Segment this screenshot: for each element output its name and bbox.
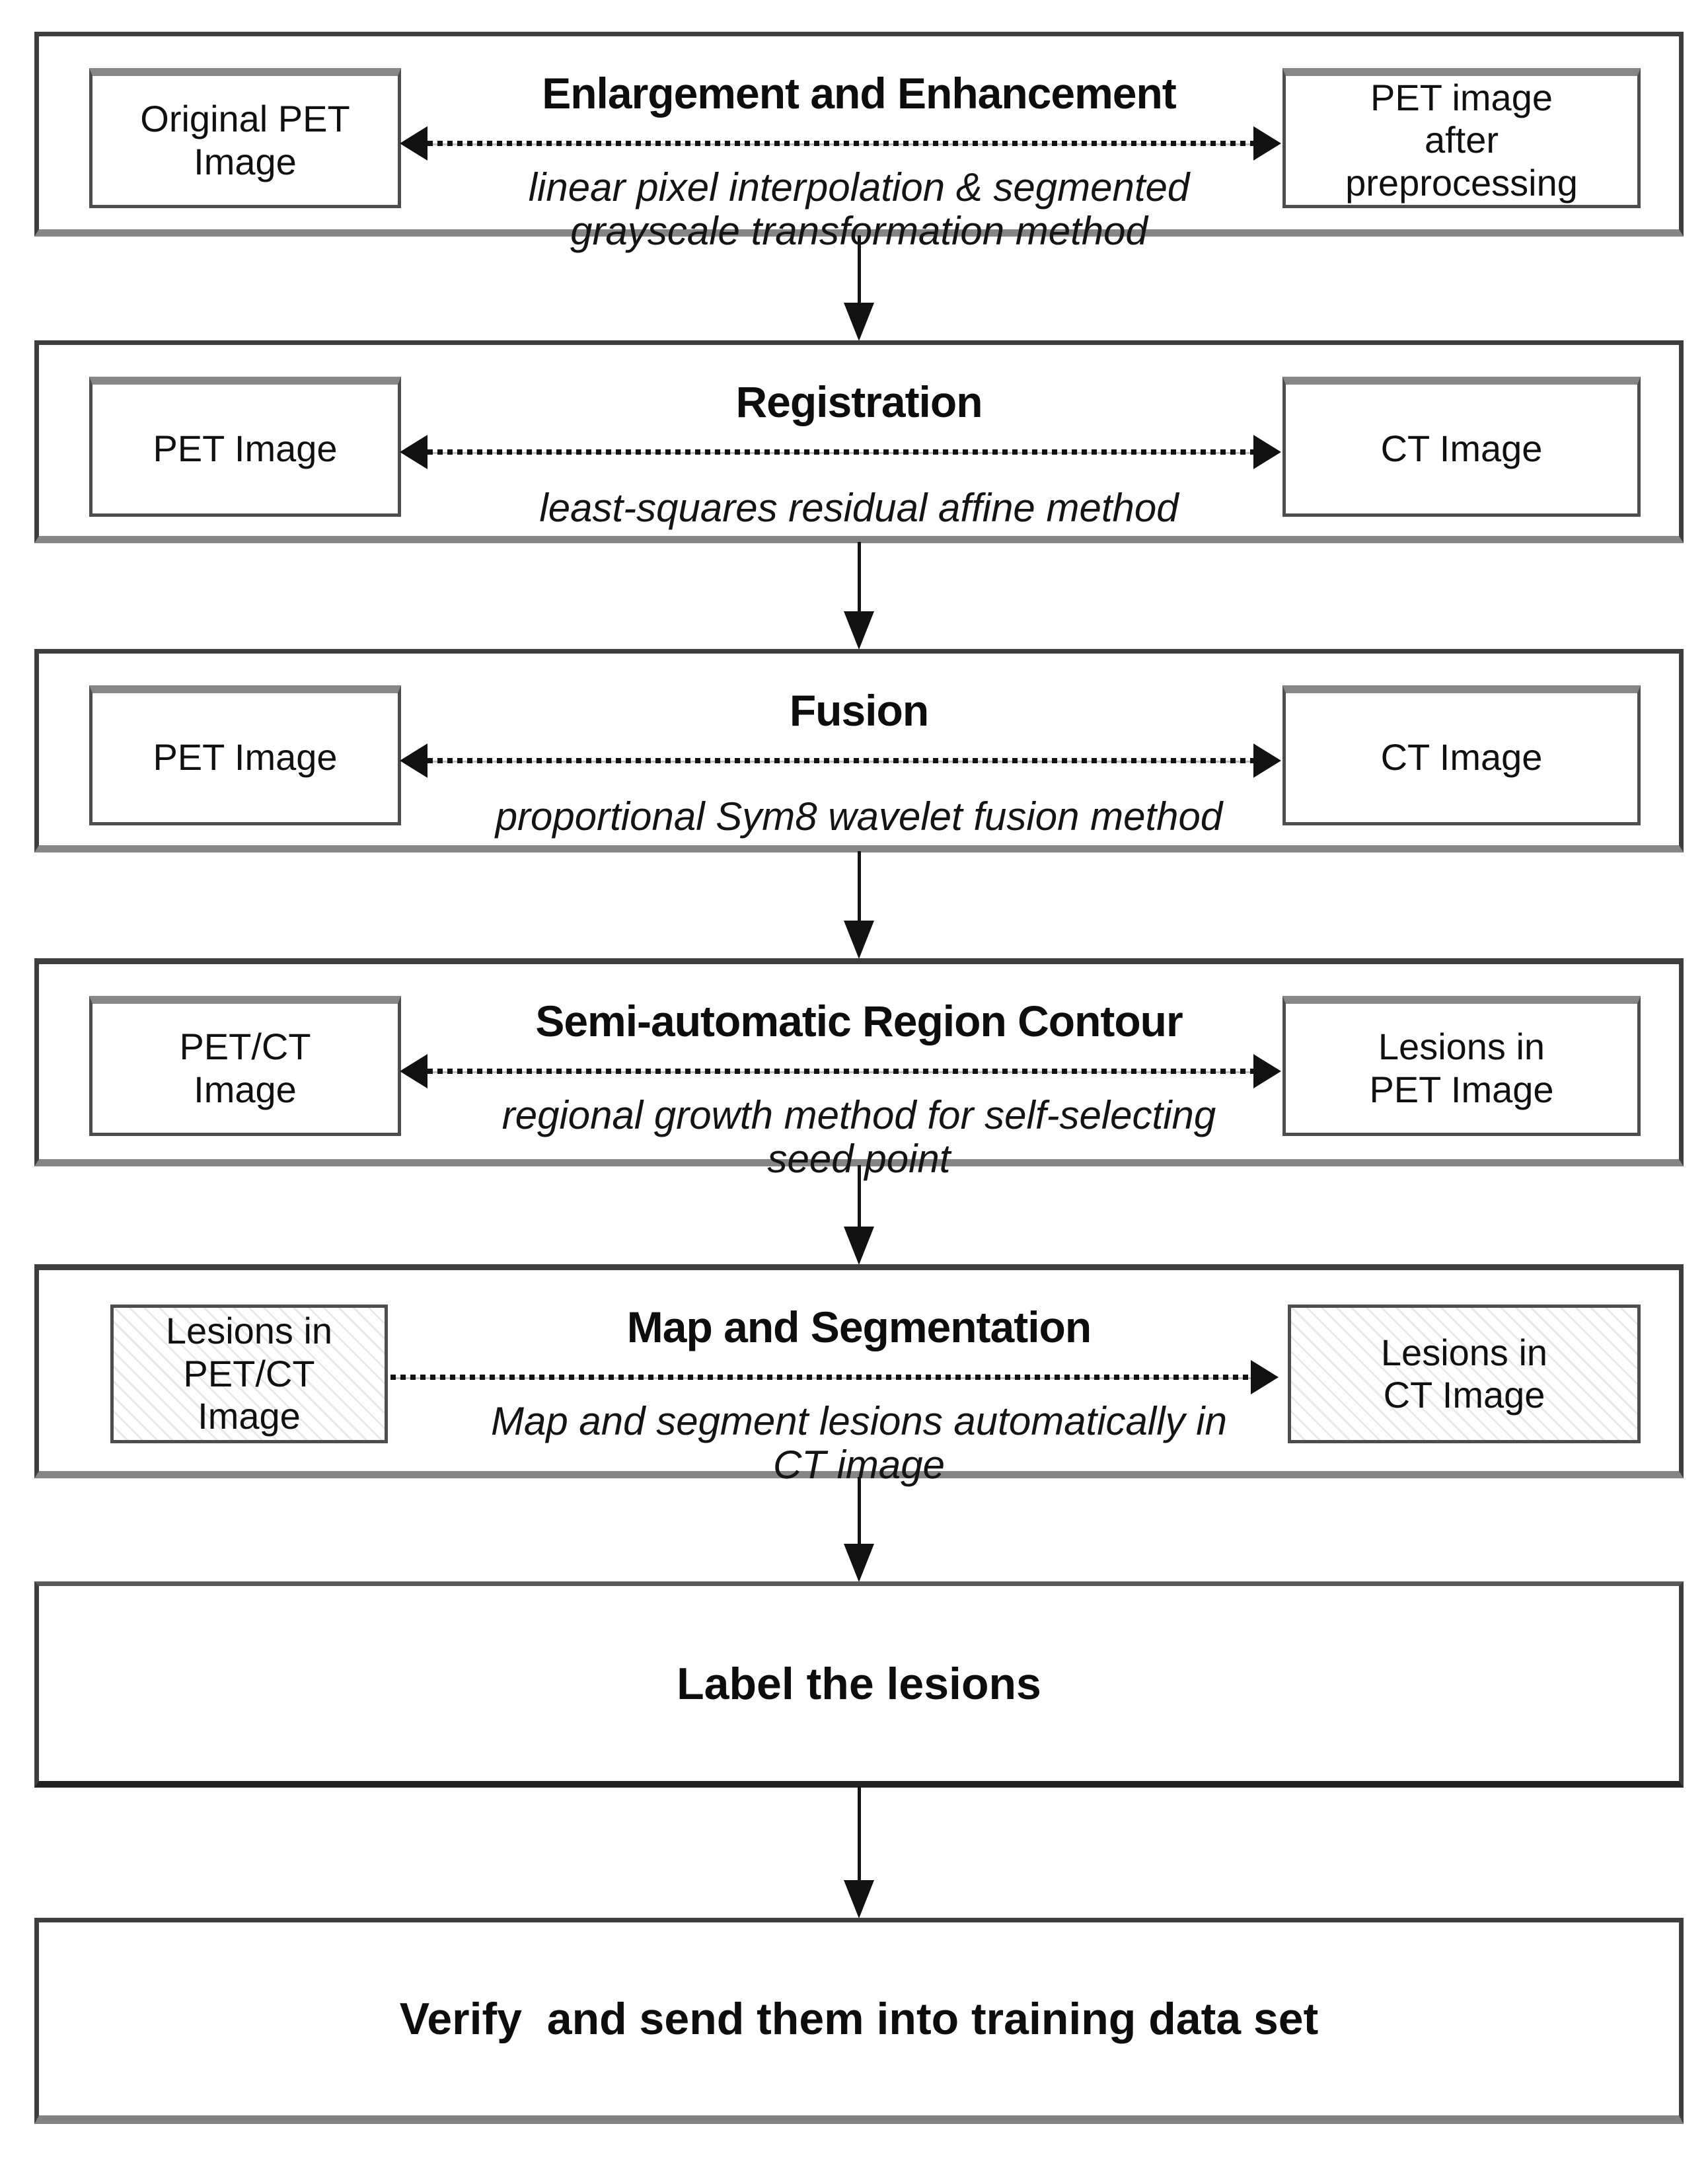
lesions-in-ct-image-box: Lesions in CT Image bbox=[1288, 1305, 1641, 1443]
verify-send-step: Verify and send them into training data … bbox=[34, 1918, 1684, 2124]
dotted-line bbox=[427, 449, 1253, 455]
down-arrow bbox=[844, 1477, 874, 1582]
arrowhead-left-icon bbox=[400, 435, 427, 469]
stage-title: Fusion bbox=[789, 686, 929, 735]
left-box-label: Lesions in PET/CT Image bbox=[165, 1310, 333, 1437]
left-box-label: Original PET Image bbox=[140, 98, 350, 182]
stage-method-subtitle: regional growth method for self-selectin… bbox=[501, 1093, 1216, 1181]
arrowhead-left-icon bbox=[400, 743, 427, 778]
arrowhead-down-icon bbox=[844, 303, 874, 341]
stage-panel-fusion: PET Image Fusion proportional Sym8 wavel… bbox=[34, 649, 1684, 852]
down-arrow bbox=[844, 1786, 874, 1918]
right-box-label: Lesions in CT Image bbox=[1380, 1331, 1548, 1416]
dotted-line bbox=[427, 140, 1253, 147]
stage-panel-enlargement-enhancement: Original PET Image Enlargement and Enhan… bbox=[34, 32, 1684, 253]
stage-method-subtitle: least-squares residual affine method bbox=[539, 486, 1179, 530]
stage-title: Enlargement and Enhancement bbox=[542, 69, 1177, 118]
lesions-in-pet-ct-image-box: Lesions in PET/CT Image bbox=[110, 1305, 388, 1443]
stage-title: Registration bbox=[735, 377, 983, 426]
arrowhead-right-icon bbox=[1253, 435, 1281, 469]
arrowhead-down-icon bbox=[844, 611, 874, 650]
arrow-shaft bbox=[857, 1165, 861, 1227]
right-box-label: PET image after preprocessing bbox=[1345, 76, 1578, 204]
dotted-double-arrow bbox=[400, 743, 1281, 778]
arrow-shaft bbox=[857, 1786, 861, 1880]
stage-panel-region-contour: PET/CT Image Semi-automatic Region Conto… bbox=[34, 958, 1684, 1181]
stage-title: Semi-automatic Region Contour bbox=[535, 997, 1183, 1045]
pet-image-box: PET Image bbox=[89, 685, 401, 825]
pet-image-box: PET Image bbox=[89, 377, 401, 517]
step-label: Verify and send them into training data … bbox=[399, 1994, 1319, 2044]
label-lesions-step: Label the lesions bbox=[34, 1581, 1684, 1788]
arrowhead-down-icon bbox=[844, 1227, 874, 1265]
left-box-label: PET Image bbox=[153, 736, 338, 778]
arrowhead-down-icon bbox=[844, 1880, 874, 1918]
down-arrow bbox=[844, 851, 874, 959]
step-label: Label the lesions bbox=[677, 1658, 1041, 1709]
stage-panel-map-segmentation: Lesions in PET/CT Image Map and Segmenta… bbox=[34, 1264, 1684, 1487]
down-arrow bbox=[844, 1165, 874, 1265]
down-arrow bbox=[844, 235, 874, 341]
arrow-shaft bbox=[857, 235, 861, 303]
right-box-label: CT Image bbox=[1380, 428, 1543, 470]
right-box-label: Lesions in PET Image bbox=[1369, 1026, 1554, 1110]
arrowhead-down-icon bbox=[844, 921, 874, 959]
arrow-shaft bbox=[857, 542, 861, 611]
ct-image-box: CT Image bbox=[1282, 377, 1641, 517]
left-box-label: PET Image bbox=[153, 428, 338, 470]
dotted-double-arrow bbox=[400, 435, 1281, 469]
stage-method-subtitle: Map and segment lesions automatically in… bbox=[491, 1399, 1227, 1487]
arrowhead-left-icon bbox=[400, 1054, 427, 1088]
down-arrow bbox=[844, 542, 874, 650]
stage-method-subtitle: linear pixel interpolation & segmented g… bbox=[528, 165, 1190, 253]
arrowhead-right-icon bbox=[1253, 1054, 1281, 1088]
stage-method-subtitle: proportional Sym8 wavelet fusion method bbox=[495, 794, 1223, 839]
arrowhead-right-icon bbox=[1253, 126, 1281, 161]
arrowhead-down-icon bbox=[844, 1544, 874, 1582]
pet-after-preprocessing-box: PET image after preprocessing bbox=[1282, 68, 1641, 208]
left-box-label: PET/CT Image bbox=[179, 1026, 311, 1110]
lesions-in-pet-image-box: Lesions in PET Image bbox=[1282, 996, 1641, 1136]
ct-image-box: CT Image bbox=[1282, 685, 1641, 825]
dotted-line bbox=[390, 1374, 1251, 1381]
arrow-shaft bbox=[857, 1477, 861, 1544]
dotted-single-arrow bbox=[390, 1360, 1279, 1394]
arrow-shaft bbox=[857, 851, 861, 921]
dotted-line bbox=[427, 1068, 1253, 1075]
stage-title: Map and Segmentation bbox=[626, 1303, 1092, 1351]
arrowhead-right-icon bbox=[1253, 743, 1281, 778]
arrowhead-right-icon bbox=[1251, 1360, 1279, 1394]
original-pet-image-box: Original PET Image bbox=[89, 68, 401, 208]
dotted-double-arrow bbox=[400, 1054, 1281, 1088]
stage-panel-registration: PET Image Registration least-squares res… bbox=[34, 340, 1684, 543]
pet-ct-image-box: PET/CT Image bbox=[89, 996, 401, 1136]
arrowhead-left-icon bbox=[400, 126, 427, 161]
dotted-line bbox=[427, 757, 1253, 764]
right-box-label: CT Image bbox=[1380, 736, 1543, 778]
dotted-double-arrow bbox=[400, 126, 1281, 161]
